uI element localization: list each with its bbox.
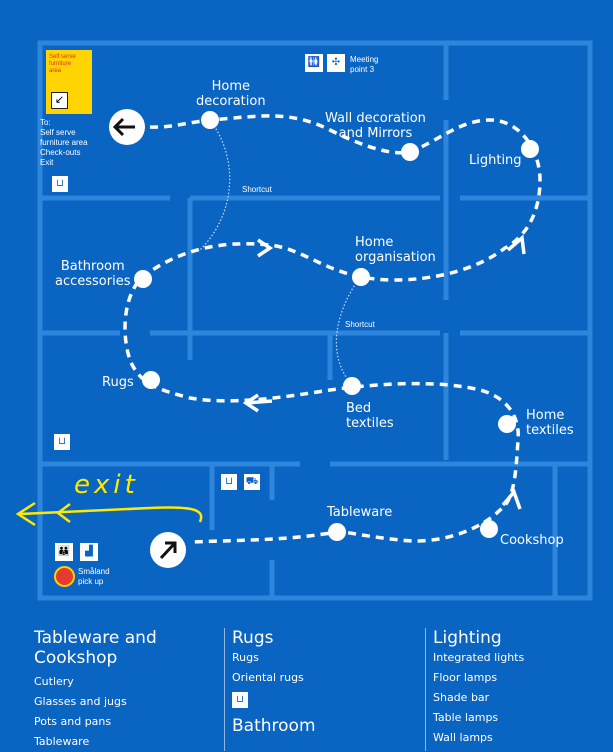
legend-col-tableware: Tableware and Cookshop Cutlery Glasses a… [34, 628, 157, 752]
to-exit-label: To: Self serve furniture area Check-outs… [40, 118, 88, 167]
legend-heading: Bathroom [232, 716, 316, 736]
route-arrow [257, 238, 274, 258]
label-wall-decoration: Wall decoration and Mirrors [325, 111, 426, 141]
label-bed-textiles: Bed textiles [346, 401, 394, 431]
handwritten-exit-arrow [19, 506, 203, 523]
restroom-icon: 🚻 [305, 54, 323, 72]
legend-item: Pots and pans [34, 715, 112, 728]
legend-heading: Rugs [232, 628, 274, 648]
label-cookshop: Cookshop [500, 533, 564, 548]
label-rugs: Rugs [102, 375, 134, 390]
legend-col-lighting: Lighting Integrated lights Floor lamps S… [433, 628, 524, 748]
legend-divider [224, 628, 225, 751]
stop-dot-tableware [328, 523, 346, 541]
stop-dot-bed-textiles [343, 377, 361, 395]
smaland-icon [54, 566, 75, 587]
route-path [123, 114, 542, 544]
legend-item: Cutlery [34, 675, 74, 688]
handwritten-exit-label: exit [74, 470, 139, 500]
legend-item: Table lamps [433, 711, 499, 724]
stop-dot-lighting [521, 140, 539, 158]
legend-item: Glasses and jugs [34, 695, 127, 708]
meeting-point-label: Meeting point 3 [350, 55, 379, 74]
label-home-decoration: Home decoration [196, 79, 266, 109]
legend-col-rugs: Rugs Rugs Oriental rugs ⊔ Bathroom [232, 628, 316, 736]
legend-item: Wall lamps [433, 731, 493, 744]
label-bathroom-accessories: Bathroom accessories [55, 259, 131, 289]
stop-dot-bathroom [134, 270, 152, 288]
stop-dot-home-organisation [352, 268, 370, 286]
label-lighting: Lighting [469, 153, 522, 168]
label-home-textiles: Home textiles [526, 408, 574, 438]
label-tableware: Tableware [327, 505, 393, 520]
stairs-icon: ▟ [80, 543, 98, 561]
cart-icon: ⊔ [221, 474, 237, 490]
label-home-organisation: Home organisation [355, 235, 436, 265]
shortcut-path-2 [335, 276, 361, 386]
legend-item: Shade bar [433, 691, 490, 704]
route-arrow [501, 488, 522, 510]
stop-dot-home-textiles [498, 415, 516, 433]
trolley-icon: ⛟ [244, 474, 260, 490]
legend-divider [425, 628, 426, 751]
legend-heading: Tableware and Cookshop [34, 628, 157, 668]
shortcut-label-1: Shortcut [242, 185, 272, 194]
legend-item: Oriental rugs [232, 671, 304, 684]
self-serve-card-text: Self serve furniture area [49, 54, 76, 74]
cart-icon: ⊔ [54, 434, 70, 450]
legend-item: Floor lamps [433, 671, 498, 684]
stop-dot-cookshop [480, 520, 498, 538]
legend-heading: Lighting [433, 628, 502, 648]
route-arrow [506, 234, 526, 255]
cart-icon: ⊔ [52, 176, 68, 192]
family-icon: 👪 [55, 543, 73, 561]
smaland-label: Småland pick up [78, 567, 110, 586]
inner-walls [40, 43, 590, 598]
stop-dot-wall-decoration [401, 143, 419, 161]
stop-dot-home-decoration [201, 111, 219, 129]
shortcut-path-1 [199, 119, 231, 251]
legend-item: Tableware [34, 735, 90, 748]
meeting-point-icon: ✣ [327, 54, 345, 72]
self-serve-card: Self serve furniture area ↙ [46, 50, 92, 114]
outer-wall [37, 40, 593, 601]
arrow-down-left-icon: ↙ [51, 92, 68, 109]
legend-item: Rugs [232, 651, 259, 664]
stop-dot-rugs [142, 371, 160, 389]
cart-icon: ⊔ [232, 692, 248, 708]
shortcut-label-2: Shortcut [345, 320, 375, 329]
legend-item: Integrated lights [433, 651, 525, 664]
stop-dots [134, 111, 539, 541]
